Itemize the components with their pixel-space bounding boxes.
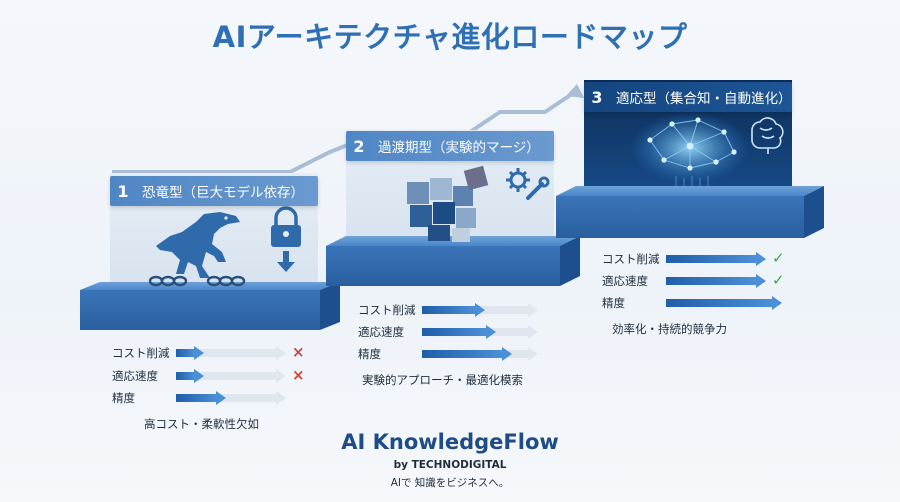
- metric-bar-arrowhead: [194, 346, 204, 360]
- metric-bar-fill: [422, 306, 475, 314]
- brand-tagline: AIで 知識をビジネスへ。: [390, 477, 510, 489]
- brain-icon: [751, 117, 784, 154]
- metric-bar-fill: [176, 372, 194, 380]
- metric-bar-arrowhead: [216, 391, 226, 405]
- metric-bar-arrowhead: [194, 369, 204, 383]
- check-icon: ✓: [772, 249, 785, 267]
- metric-bar: ×: [176, 343, 305, 361]
- metric-bar-fill: [666, 299, 772, 307]
- puzzle-icon: [407, 165, 489, 242]
- step-1-block: [80, 282, 340, 330]
- metric-bar-arrowhead: [772, 296, 782, 310]
- metric-bar: [422, 325, 538, 339]
- metric-label: 適応速度: [112, 369, 158, 383]
- stage-3-header: 3 適応型（集合知・自動進化）: [584, 82, 792, 112]
- metric-bar-track-head: [528, 303, 538, 317]
- neural-network-icon: [630, 112, 750, 186]
- metric-bar-arrowhead: [756, 252, 766, 266]
- metric-row: 精度: [112, 389, 286, 407]
- cross-icon: ×: [292, 343, 305, 361]
- chain-icon: [148, 275, 246, 287]
- metric-bar-arrowhead: [475, 303, 485, 317]
- stage-3-number: 3: [591, 87, 603, 107]
- stage-2-header: 2 過渡期型（実験的マージ）: [346, 131, 554, 161]
- brand-name: AI KnowledgeFlow: [341, 430, 559, 454]
- step-2-block: [326, 236, 580, 286]
- metric-bar: ×: [176, 366, 305, 384]
- metric-label: 精度: [602, 296, 625, 310]
- metric-bar-track: [176, 372, 276, 380]
- metric-bar-fill: [666, 277, 756, 285]
- stage-2-number: 2: [353, 136, 365, 156]
- metric-bar-track-head: [276, 391, 286, 405]
- metric-row: コスト削減: [358, 301, 538, 319]
- metric-bar: [176, 391, 286, 405]
- metric-bar-fill: [176, 349, 194, 357]
- metric-row: 適応速度 ×: [112, 366, 305, 385]
- stage-3-label: 適応型（集合知・自動進化）: [616, 91, 792, 107]
- metric-row: 精度: [358, 345, 538, 363]
- metric-bar-arrowhead: [756, 274, 766, 288]
- metric-bar-fill: [422, 350, 502, 358]
- stage-3-caption: 効率化・持続的競争力: [612, 322, 727, 336]
- wrench-icon: [526, 176, 550, 200]
- metric-row: コスト削減 ×: [112, 343, 305, 362]
- stage-2-caption: 実験的アプローチ・最適化模索: [362, 373, 523, 387]
- metric-row: 適応速度 ✓: [602, 271, 785, 290]
- dinosaur-icon: [156, 212, 240, 278]
- metric-bar-fill: [666, 255, 756, 263]
- metric-bar-arrowhead: [485, 325, 496, 339]
- metric-label: コスト削減: [112, 346, 170, 360]
- brand-byline: by TECHNODIGITAL: [393, 459, 507, 471]
- lock-icon: [271, 206, 301, 247]
- metric-bar-fill: [422, 328, 486, 336]
- gear-icon: [506, 168, 530, 192]
- stage-1-caption: 高コスト・柔軟性欠如: [144, 417, 259, 431]
- cross-icon: ×: [292, 366, 305, 384]
- metric-bar-track-head: [276, 346, 286, 360]
- metric-bar: [422, 303, 538, 317]
- metric-bar: [666, 296, 782, 310]
- metric-bar-fill: [176, 394, 216, 402]
- step-3-block: [556, 186, 824, 238]
- metric-bar-track-head: [528, 325, 538, 339]
- stage-1-header: 1 恐竜型（巨大モデル依存）: [110, 176, 318, 206]
- metric-label: コスト削減: [602, 252, 660, 266]
- metric-row: 精度: [602, 294, 782, 312]
- down-arrow-icon: [277, 251, 295, 272]
- metric-row: 適応速度: [358, 323, 538, 341]
- metric-bar-track: [176, 349, 276, 357]
- metric-bar: ✓: [666, 249, 785, 267]
- metric-bar-track-head: [276, 369, 286, 383]
- metric-bar: ✓: [666, 271, 785, 289]
- stage-1-label: 恐竜型（巨大モデル依存）: [142, 185, 304, 201]
- stage-2-label: 過渡期型（実験的マージ）: [378, 140, 540, 156]
- metric-label: 適応速度: [602, 274, 648, 288]
- metric-bar-track-head: [528, 347, 538, 361]
- metric-label: 精度: [358, 347, 381, 361]
- metric-label: 精度: [112, 391, 135, 405]
- page-title: AIアーキテクチャ進化ロードマップ: [212, 20, 688, 54]
- metric-bar-track: [176, 394, 276, 402]
- metric-label: 適応速度: [358, 325, 404, 339]
- metric-label: コスト削減: [358, 303, 416, 317]
- metric-bar: [422, 347, 538, 361]
- check-icon: ✓: [772, 271, 785, 289]
- stage-1-number: 1: [117, 181, 129, 201]
- metric-bar-arrowhead: [501, 347, 512, 361]
- metric-row: コスト削減 ✓: [602, 249, 785, 268]
